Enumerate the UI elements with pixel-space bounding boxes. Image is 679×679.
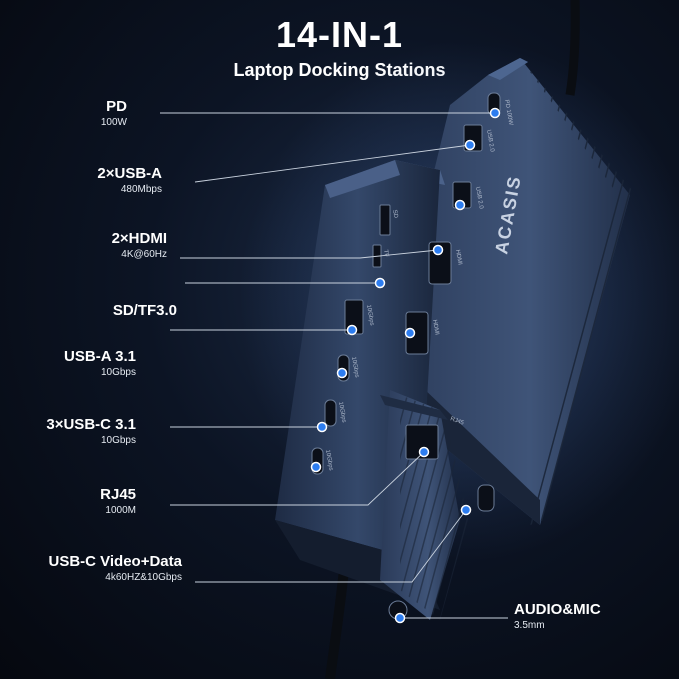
leader-rj45: [170, 451, 425, 506]
marker-sd: [374, 277, 386, 289]
marker-usb-a-1: [464, 139, 476, 151]
label-pd-spec: 100W: [100, 117, 127, 128]
marker-audio: [394, 612, 406, 624]
usb2-marking-1: USB 2.0: [485, 129, 495, 153]
label-usb-a-31: USB-A 3.1 10Gbps: [64, 348, 136, 379]
marker-usb-a-2: [454, 199, 466, 211]
label-usb-a-31-spec: 10Gbps: [100, 367, 136, 378]
marker-hdmi-1: [432, 244, 444, 256]
usb-c-port-2: [324, 399, 337, 427]
usb-c-marking-2: 10Gbps: [337, 401, 347, 423]
label-usb-a: 2×USB-A 480Mbps: [97, 165, 162, 196]
label-hdmi-spec: 4K@60Hz: [121, 249, 167, 260]
sd-marking: SD: [391, 209, 398, 219]
label-usb-a-31-name: USB-A 3.1: [64, 348, 136, 365]
label-usb-a-name: 2×USB-A: [97, 165, 162, 182]
label-sd-tf-name: SD/TF3.0: [112, 302, 177, 319]
label-rj45: RJ45 1000M: [100, 486, 136, 517]
pd-marking: PD 100W: [503, 99, 513, 126]
leader-usb-c-video: [195, 509, 467, 583]
usb-c-marking-3: 10Gbps: [324, 449, 334, 471]
marker-usb-a-31: [346, 324, 358, 336]
bottom-cable: [325, 559, 350, 679]
label-pd: PD 100W: [101, 98, 127, 129]
top-cable: [565, 0, 580, 96]
marker-usb-c-3: [310, 461, 322, 473]
usb-a-31-marking: 10Gbps: [365, 304, 375, 326]
rj45-port: [405, 424, 439, 460]
label-rj45-spec: 1000M: [105, 505, 136, 516]
marker-usb-c-video: [460, 504, 472, 516]
usb-c-marking-1: 10Gbps: [350, 356, 360, 378]
label-usb-c: 3×USB-C 3.1 10Gbps: [46, 416, 136, 447]
label-audio-spec: 3.5mm: [514, 620, 545, 631]
callout-lines: [160, 112, 508, 619]
label-usb-c-video-name: USB-C Video+Data: [48, 553, 182, 570]
marker-usb-c-2: [316, 421, 328, 433]
leader-usb-a: [194, 144, 471, 183]
marker-rj45: [418, 446, 430, 458]
label-hdmi: 2×HDMI 4K@60Hz: [112, 230, 167, 261]
label-usb-c-spec: 10Gbps: [100, 435, 136, 446]
tf-marking: TF: [382, 249, 389, 258]
label-usb-c-name: 3×USB-C 3.1: [46, 416, 136, 433]
usb-c-video-port: [477, 484, 495, 512]
usb2-marking-2: USB 2.0: [474, 186, 484, 210]
rj45-marking: RJ45: [449, 416, 465, 427]
label-audio: AUDIO&MIC 3.5mm: [514, 601, 601, 632]
label-usb-c-video: USB-C Video+Data 4k60HZ&10Gbps: [48, 553, 182, 584]
hdmi-marking-1: HDMI: [454, 249, 463, 265]
callout-markers: [310, 107, 501, 624]
marker-usb-c-1: [336, 367, 348, 379]
label-usb-a-spec: 480Mbps: [120, 184, 162, 195]
hdmi-marking-2: HDMI: [431, 319, 440, 335]
sd-slot: [379, 204, 391, 236]
leader-hdmi: [180, 249, 439, 259]
marker-pd: [489, 107, 501, 119]
label-pd-name: PD: [106, 98, 127, 115]
label-rj45-name: RJ45: [100, 486, 136, 503]
marker-hdmi-2: [404, 327, 416, 339]
page-title: 14-IN-1: [275, 14, 404, 55]
label-sd-tf: SD/TF3.0: [113, 302, 177, 320]
label-usb-c-video-spec: 4k60HZ&10Gbps: [105, 572, 182, 583]
label-hdmi-name: 2×HDMI: [111, 230, 167, 247]
label-audio-name: AUDIO&MIC: [514, 601, 601, 618]
